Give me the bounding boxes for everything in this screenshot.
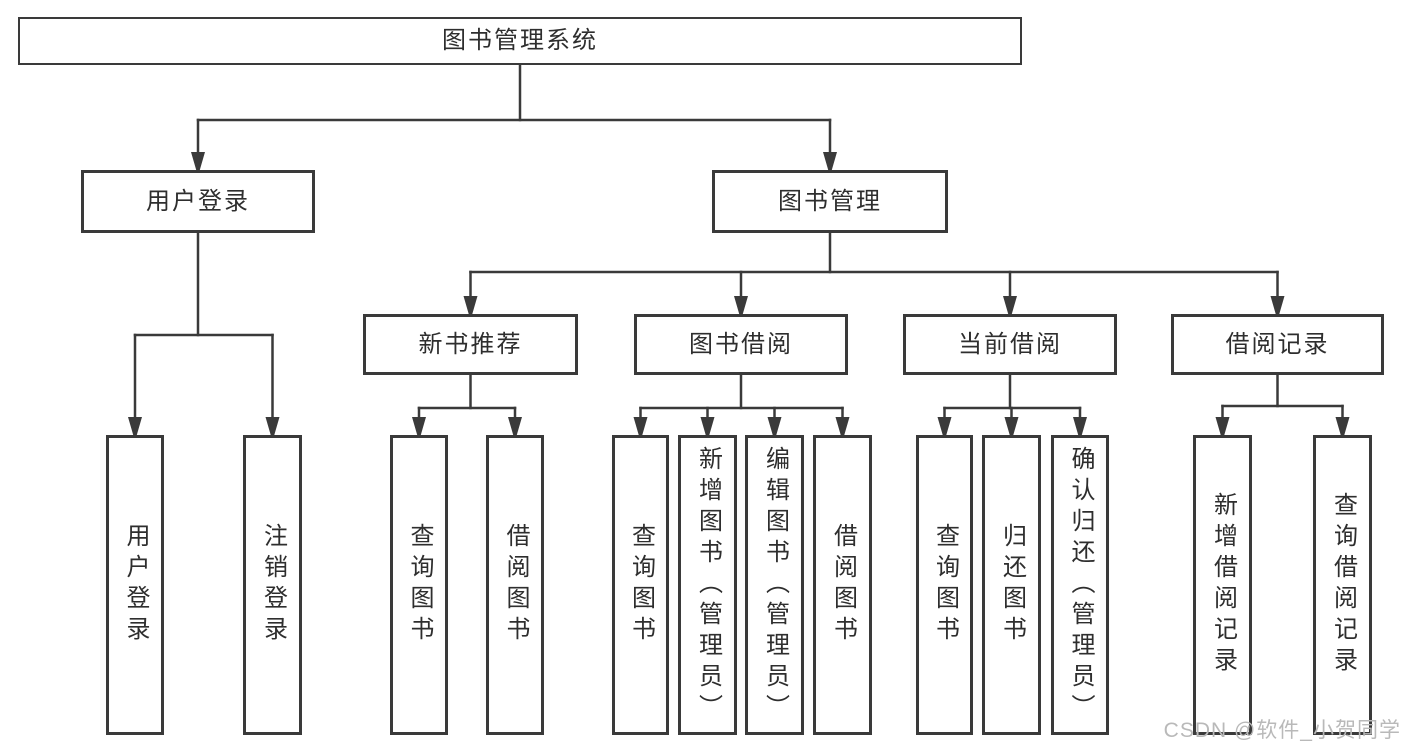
arrowhead-icon <box>767 417 782 436</box>
node-leaf-bor-borrow: 借阅图书 <box>813 435 872 735</box>
node-label-leaf-bor-edit: 编辑图书（管理员） <box>761 445 789 725</box>
node-label-leaf-cur-confirm: 确认归还（管理员） <box>1067 445 1094 725</box>
node-rec: 新书推荐 <box>363 314 578 375</box>
node-label-leaf-rec-borrow: 借阅图书 <box>502 523 529 647</box>
arrowhead-icon <box>412 417 426 436</box>
arrowhead-icon <box>1215 417 1230 436</box>
node-label-leaf-rcd-query: 查询借阅记录 <box>1329 492 1357 678</box>
node-leaf-logout: 注销登录 <box>243 435 302 735</box>
node-label-leaf-logout: 注销登录 <box>259 523 287 647</box>
node-label-current: 当前借阅 <box>958 330 1062 358</box>
arrowhead-icon <box>463 296 478 315</box>
node-root: 图书管理系统 <box>18 17 1022 65</box>
node-leaf-bor-query: 查询图书 <box>612 435 669 735</box>
node-leaf-cur-query: 查询图书 <box>916 435 973 735</box>
node-label-login: 用户登录 <box>146 187 250 215</box>
arrowhead-icon <box>700 417 715 436</box>
node-mgmt: 图书管理 <box>712 170 948 233</box>
node-leaf-rec-query: 查询图书 <box>390 435 448 735</box>
node-leaf-user-login: 用户登录 <box>106 435 164 735</box>
node-leaf-rcd-add: 新增借阅记录 <box>1193 435 1252 735</box>
node-leaf-rcd-query: 查询借阅记录 <box>1313 435 1372 735</box>
node-label-leaf-bor-add: 新增图书（管理员） <box>694 445 722 725</box>
arrowhead-icon <box>633 417 648 436</box>
arrowhead-icon <box>265 417 280 436</box>
arrowhead-icon <box>128 417 142 436</box>
node-label-borrow: 图书借阅 <box>689 330 793 358</box>
arrowhead-icon <box>508 417 522 436</box>
node-label-leaf-cur-return: 归还图书 <box>998 523 1026 647</box>
node-label-mgmt: 图书管理 <box>778 187 882 215</box>
node-leaf-bor-edit: 编辑图书（管理员） <box>745 435 804 735</box>
arrowhead-icon <box>1003 296 1017 315</box>
node-leaf-bor-add: 新增图书（管理员） <box>678 435 737 735</box>
node-current: 当前借阅 <box>903 314 1117 375</box>
arrowhead-icon <box>191 152 205 171</box>
node-label-leaf-bor-borrow: 借阅图书 <box>829 523 857 647</box>
arrowhead-icon <box>835 417 850 436</box>
node-label-leaf-cur-query: 查询图书 <box>931 523 959 647</box>
node-label-rec: 新书推荐 <box>418 330 523 358</box>
node-login: 用户登录 <box>81 170 315 233</box>
node-label-leaf-rcd-add: 新增借阅记录 <box>1209 492 1237 678</box>
node-label-root: 图书管理系统 <box>442 27 598 54</box>
node-borrow: 图书借阅 <box>634 314 848 375</box>
node-label-leaf-bor-query: 查询图书 <box>627 523 655 647</box>
node-leaf-cur-confirm: 确认归还（管理员） <box>1051 435 1109 735</box>
node-leaf-cur-return: 归还图书 <box>982 435 1041 735</box>
node-label-leaf-user-login: 用户登录 <box>122 523 149 647</box>
node-records: 借阅记录 <box>1171 314 1384 375</box>
arrowhead-icon <box>937 417 952 436</box>
node-label-records: 借阅记录 <box>1225 330 1330 358</box>
arrowhead-icon <box>1004 417 1019 436</box>
node-leaf-rec-borrow: 借阅图书 <box>486 435 544 735</box>
node-label-leaf-rec-query: 查询图书 <box>406 523 433 647</box>
arrowhead-icon <box>1270 296 1285 315</box>
arrowhead-icon <box>1073 417 1087 436</box>
arrowhead-icon <box>734 296 748 315</box>
arrowhead-icon <box>1335 417 1350 436</box>
arrowhead-icon <box>823 152 837 171</box>
